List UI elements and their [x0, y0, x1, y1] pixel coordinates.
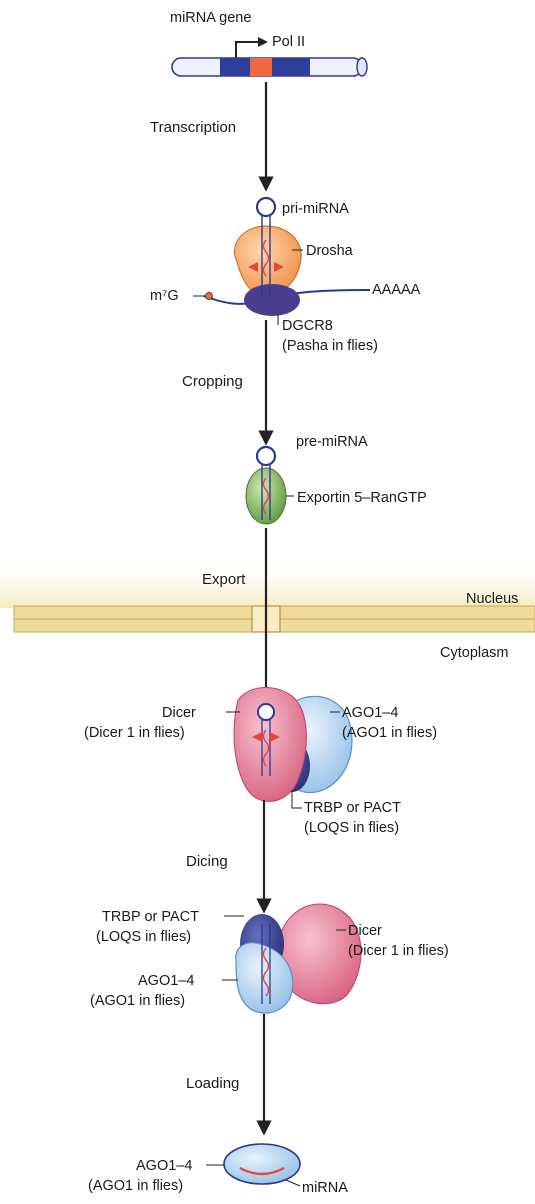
loqs1-label: (LOQS in flies) [304, 820, 399, 836]
cap-label: m⁷G [150, 288, 179, 304]
dicer2-label: Dicer [348, 923, 382, 939]
pre-mirna-label: pre-miRNA [296, 434, 368, 450]
gene-dna-cylinder [172, 58, 367, 76]
loqs2-label: (LOQS in flies) [96, 929, 191, 945]
dgcr8-protein [244, 284, 300, 316]
dicer1-label: Dicer [162, 705, 196, 721]
ago1-label: AGO1–4 [342, 705, 398, 721]
dicer2-flies-label: (Dicer 1 in flies) [348, 943, 449, 959]
exportin5-protein [246, 468, 286, 524]
promoter-arrow [236, 42, 260, 58]
cap-structure [206, 293, 213, 300]
mirna-label: miRNA [302, 1180, 348, 1196]
polya-label: AAAAA [372, 282, 421, 298]
exportin-label: Exportin 5–RanGTP [297, 490, 427, 506]
dicer1-flies-label: (Dicer 1 in flies) [84, 725, 185, 741]
ago2-label: AGO1–4 [138, 973, 194, 989]
step-cropping: Cropping [182, 373, 243, 390]
ago3-flies-label: (AGO1 in flies) [88, 1178, 183, 1194]
pasha-label: (Pasha in flies) [282, 338, 378, 354]
dgcr8-label: DGCR8 [282, 318, 333, 334]
step-loading: Loading [186, 1075, 239, 1092]
step-transcription: Transcription [150, 119, 236, 136]
step-dicing: Dicing [186, 853, 228, 870]
ago-mirna-complex [224, 1144, 300, 1184]
trbp2-label: TRBP or PACT [102, 909, 199, 925]
dicer-substrate-loop [258, 704, 274, 720]
pre-mirna-loop [257, 447, 275, 465]
promoter-arrowhead [258, 37, 268, 47]
nucleus-label: Nucleus [466, 591, 518, 607]
step-export: Export [202, 571, 246, 588]
trbp1-label: TRBP or PACT [304, 800, 401, 816]
cytoplasm-label: Cytoplasm [440, 645, 509, 661]
gene-label: miRNA gene [170, 10, 251, 26]
drosha-label: Drosha [306, 243, 354, 259]
nucleus-region [0, 556, 535, 608]
ago3-label: AGO1–4 [136, 1158, 192, 1174]
pri-mirna-label: pri-miRNA [282, 201, 349, 217]
ago2-flies-label: (AGO1 in flies) [90, 993, 185, 1009]
promoter-label: Pol II [272, 34, 305, 50]
ago1-flies-label: (AGO1 in flies) [342, 725, 437, 741]
pri-mirna-loop [257, 198, 275, 216]
